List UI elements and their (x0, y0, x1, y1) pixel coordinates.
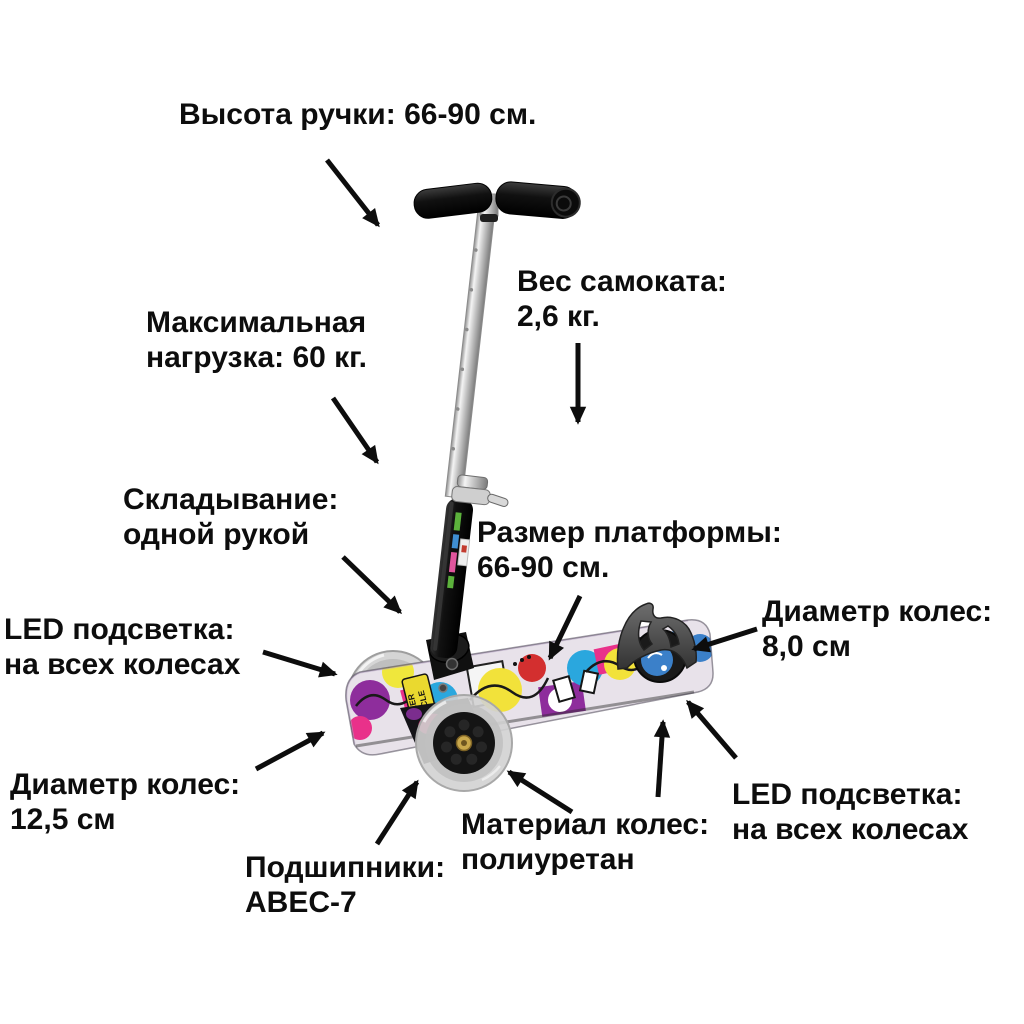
arrow-bearings (374, 779, 420, 846)
label-platform-size: Размер платформы: 66-90 см. (477, 515, 782, 585)
label-line: 12,5 см (10, 803, 116, 836)
label-line: на всех колесах (732, 813, 969, 846)
arrow-handle-height (325, 158, 380, 228)
label-line: Складывание: (123, 483, 339, 516)
label-line: LED подсветка: (4, 613, 235, 646)
label-line: Высота ручки: 66-90 см. (179, 98, 537, 131)
label-line: ABEC-7 (245, 886, 357, 919)
label-scooter-weight: Вес самоката: 2,6 кг. (517, 264, 727, 334)
label-folding: Складывание: одной рукой (123, 482, 338, 552)
arrow-wheel-diameter-front (254, 730, 326, 772)
label-handle-height: Высота ручки: 66-90 см. (179, 97, 536, 132)
rear-fender (616, 602, 697, 670)
label-line: 2,6 кг. (517, 300, 600, 333)
label-line: Размер платформы: (477, 516, 782, 549)
arrow-max-load (330, 396, 380, 465)
label-wheel-diameter-rear: Диаметр колес: 8,0 см (762, 594, 992, 664)
arrow-platform-size (547, 594, 583, 661)
stem-upper (444, 205, 496, 499)
label-line: нагрузка: 60 кг. (146, 341, 368, 374)
stem-clamp (451, 474, 509, 507)
label-line: 8,0 см (762, 630, 851, 663)
label-wheel-diameter-front: Диаметр колес: 12,5 см (10, 767, 240, 837)
arrow-wheel-material (506, 769, 574, 815)
label-line: на всех колесах (4, 648, 241, 681)
arrow-led-rear-2 (686, 699, 738, 760)
label-max-load: Максимальная нагрузка: 60 кг. (146, 305, 367, 375)
arrow-wheel-diameter-rear (691, 626, 758, 653)
label-line: полиуретан (461, 843, 635, 876)
right-grip (495, 181, 581, 219)
stem-lower (430, 498, 474, 659)
label-line: Диаметр колес: (10, 768, 241, 801)
label-line: LED подсветка: (732, 778, 963, 811)
label-line: Максимальная (146, 306, 367, 339)
label-line: Подшипники: (245, 851, 446, 884)
label-line: Вес самоката: (517, 265, 727, 298)
label-line: 66-90 см. (477, 551, 610, 584)
label-line: Диаметр колес: (762, 595, 993, 628)
label-bearings: Подшипники: ABEC-7 (245, 850, 445, 920)
arrow-led-front (262, 649, 338, 678)
label-line: одной рукой (123, 518, 310, 551)
arrow-folding (341, 555, 403, 614)
arrow-led-rear-1 (653, 719, 671, 798)
annotation-arrows (254, 158, 758, 846)
handlebar (413, 181, 581, 222)
label-led-rear: LED подсветка: на всех колесах (732, 777, 968, 847)
label-wheel-material: Материал колес: полиуретан (461, 807, 709, 877)
label-line: Материал колес: (461, 808, 710, 841)
label-led-front: LED подсветка: на всех колесах (4, 612, 240, 682)
front-wheel-near (415, 694, 513, 792)
